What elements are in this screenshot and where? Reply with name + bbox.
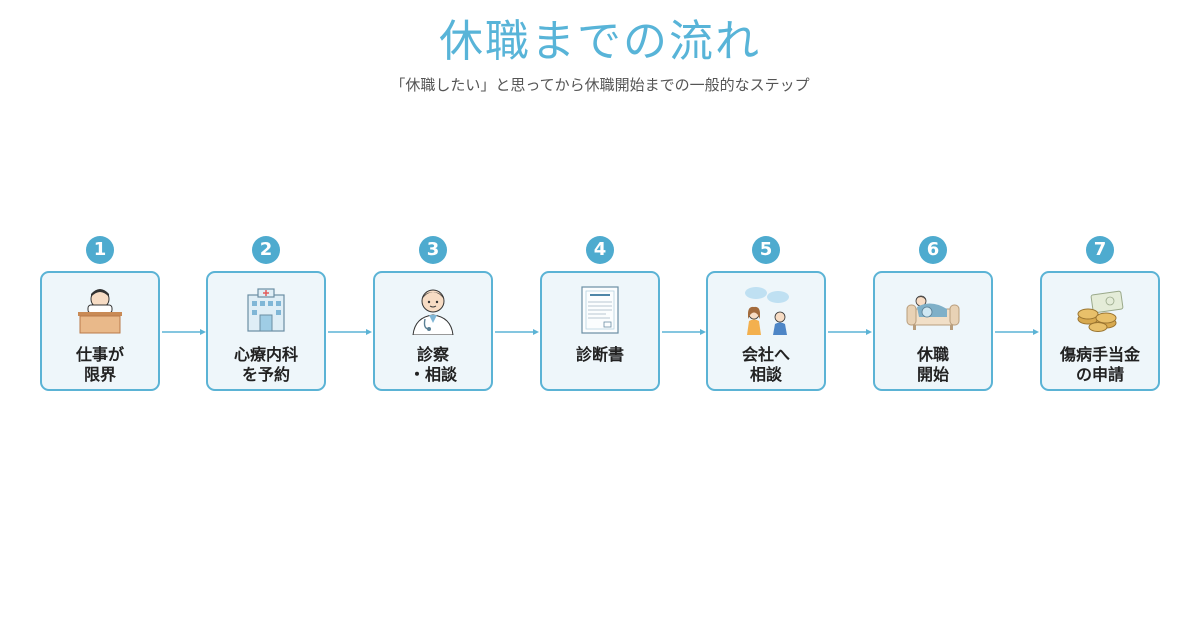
- step-number: 7: [1086, 236, 1114, 264]
- step-card: 傷病手当金 の申請: [1040, 271, 1160, 391]
- arrow-icon: [828, 329, 872, 335]
- step-label: 会社へ 相談: [741, 345, 790, 384]
- doctor-icon: [412, 289, 454, 335]
- step-label: 傷病手当金 の申請: [1059, 345, 1140, 384]
- step-card: 会社へ 相談: [706, 271, 826, 391]
- step-card: 診断書: [540, 271, 660, 391]
- step-label: 診察 ・相談: [408, 345, 457, 384]
- step-label: 仕事が 限界: [75, 345, 124, 384]
- step-4: 4 診断書: [540, 236, 660, 392]
- step-1: 1 仕事が 限界: [40, 236, 160, 392]
- consultation-icon: [745, 287, 789, 335]
- arrow-icon: [162, 329, 206, 335]
- step-number: 3: [419, 236, 447, 264]
- hospital-icon: [247, 288, 285, 332]
- step-number: 4: [586, 236, 614, 264]
- money-icon: [1077, 290, 1124, 332]
- arrow-icon: [495, 329, 539, 335]
- step-card: 仕事が 限界: [40, 271, 160, 391]
- step-card: 診察 ・相談: [373, 271, 493, 391]
- step-5: 5 会社へ 相談: [706, 236, 826, 392]
- step-number: 5: [752, 236, 780, 264]
- step-label: 心療内科 を予約: [233, 345, 298, 384]
- medical-certificate-icon: [581, 286, 619, 334]
- step-number: 1: [86, 236, 114, 264]
- arrow-icon: [328, 329, 372, 335]
- step-3: 3 診察 ・相談: [373, 236, 493, 392]
- step-label: 休職 開始: [916, 345, 949, 384]
- step-card: 心療内科 を予約: [206, 271, 326, 391]
- page-title: 休職までの流れ: [439, 16, 761, 67]
- step-card: 休職 開始: [873, 271, 993, 391]
- step-7: 7 傷病手当金 の申請: [1040, 236, 1160, 392]
- resting-on-sofa-icon: [906, 295, 960, 330]
- arrow-icon: [662, 329, 706, 335]
- step-label: 診断書: [575, 345, 624, 364]
- step-number: 6: [919, 236, 947, 264]
- step-6: 6 休職 開始: [873, 236, 993, 392]
- step-number: 2: [252, 236, 280, 264]
- page-subtitle: 「休職したい」と思ってから休職開始までの一般的なステップ: [390, 76, 810, 94]
- arrow-icon: [995, 329, 1039, 335]
- step-2: 2 心療内科 を予約: [206, 236, 326, 392]
- overworked-person-icon: [78, 289, 122, 334]
